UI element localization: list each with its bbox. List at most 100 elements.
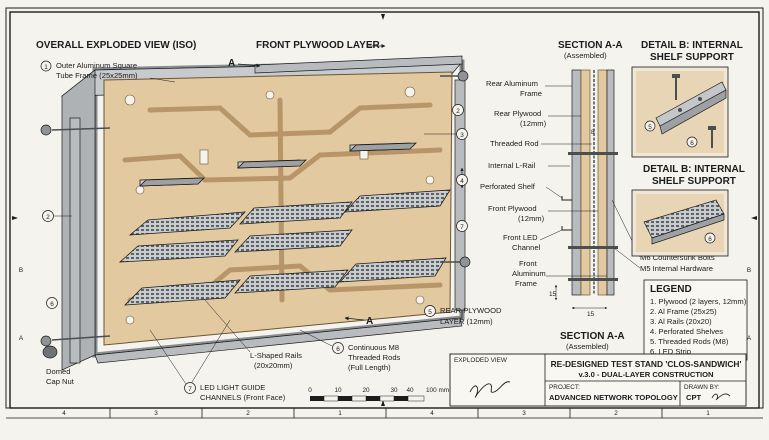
section-title: SECTION A-A [558, 40, 623, 51]
sec-led-l1: Front LED [503, 233, 538, 242]
sec-dim-15-vert: 15 [549, 291, 557, 298]
sec-front-ply-l1: Front Plywood [488, 204, 537, 213]
svg-text:4: 4 [460, 178, 464, 185]
tb-title-line1: RE-DESIGNED TEST STAND 'CLOS-SANDWICH' [551, 359, 742, 369]
front-frame [69, 55, 466, 364]
section-subtitle: (Assembled) [564, 51, 607, 60]
legend-item-1: 1. Plywood (2 layers, 12mm) [650, 297, 747, 306]
sec-hardware: M5 Internal Hardware [640, 264, 713, 273]
svg-text:7: 7 [188, 386, 192, 393]
sec-front-alu-l1: Front [519, 259, 538, 268]
zone-right-b: B [747, 267, 751, 274]
cap-nut-callout: 6 Domed Cap Nut [42, 297, 75, 386]
perforated-shelves [118, 189, 451, 306]
tb-project-label: PROJECT: [549, 384, 580, 391]
svg-text:5: 5 [428, 309, 432, 316]
inner-border [9, 11, 760, 409]
centering-marks [12, 14, 757, 406]
legend-item-5: 5. Threaded Rods (M8) [650, 337, 729, 346]
callout-7-line2: CHANNELS (Front Face) [200, 393, 286, 402]
cap-nut-label-line2: Cap Nut [46, 377, 75, 386]
zone-b3: 2 [246, 410, 250, 417]
tb-drawn: CPT [686, 393, 702, 402]
section-mark-a-bottom: A [366, 316, 373, 327]
rails-label-line2: (20x20mm) [254, 361, 293, 370]
zone-b2: 3 [154, 410, 158, 417]
section-labels: Rear Aluminum Frame Rear Plywood (12mm) … [480, 79, 715, 318]
legend-item-2: 2. Al Frame (25x25) [650, 307, 717, 316]
sec-bolts: M6 Countersunk Bolts [640, 253, 715, 262]
domed-cap-nuts [40, 70, 471, 347]
zone-right-a: A [747, 335, 752, 342]
svg-text:6: 6 [50, 301, 54, 308]
detail-b2-num-6: 6 [708, 236, 712, 243]
zone-left-b: B [19, 267, 23, 274]
callout-6-line1: Continuous M8 [348, 343, 399, 352]
svg-text:1: 1 [44, 64, 48, 71]
legend-item-4: 4. Perforated Shelves [650, 327, 723, 336]
callout-3: 3 [424, 128, 468, 140]
callout-6-line3: (Full Length) [348, 363, 391, 372]
detail-b2-title-l2: SHELF SUPPORT [652, 176, 736, 187]
sec-dim-15-horiz: 15 [587, 311, 595, 318]
svg-text:2: 2 [46, 214, 50, 221]
callout-2-right: 2 [452, 104, 464, 116]
main-view-title: OVERALL EXPLODED VIEW (ISO) [36, 40, 196, 51]
tb-project: ADVANCED NETWORK TOPOLOGY [549, 393, 678, 402]
section-view [561, 69, 618, 296]
detail-b1-title-l1: DETAIL B: INTERNAL [641, 40, 743, 51]
legend-box: LEGEND 1. Plywood (2 layers, 12mm) 2. Al… [643, 279, 748, 361]
section-subtitle-bottom: (Assembled) [566, 342, 609, 351]
svg-text:2: 2 [456, 108, 460, 115]
detail-b1-view: 5 6 [631, 66, 729, 158]
border-zone-labels: 4 3 2 1 4 3 2 1 B A B A [19, 267, 752, 417]
detail-b1-title-l2: SHELF SUPPORT [650, 52, 734, 63]
callout-5: 5 REAR PLYWOOD LAYER (12mm) [424, 305, 502, 326]
legend-title: LEGEND [650, 284, 692, 295]
svg-text:7: 7 [460, 224, 464, 231]
l-rails [138, 142, 417, 187]
zone-b1: 4 [62, 410, 66, 417]
callout-2-left: 2 [42, 210, 72, 222]
sec-rear-ply-l2: (12mm) [520, 119, 547, 128]
sec-front-ply-l2: (12mm) [518, 214, 545, 223]
callout-7-line1: LED LIGHT GUIDE [200, 383, 265, 392]
zone-b8: 1 [706, 410, 710, 417]
zone-left-a: A [19, 335, 24, 342]
sec-rear-alu-l1: Rear Aluminum [486, 79, 538, 88]
scale-tick-30: 30 [390, 387, 398, 394]
sec-rear-ply-l1: Rear Plywood [494, 109, 541, 118]
callout-5-line1: REAR PLYWOOD [440, 306, 502, 315]
rails-label-line1: L-Shaped Rails [250, 351, 302, 360]
svg-text:6: 6 [336, 346, 340, 353]
callout-1-line2: Tube Frame (25x25mm) [56, 71, 138, 80]
section-mark-a-top: A [228, 58, 235, 69]
section-title-bottom: SECTION A-A [560, 331, 625, 342]
scale-tick-100: 100 mm [426, 387, 449, 394]
cap-nut-label-line1: Domed [46, 367, 70, 376]
callout-1: 1 Outer Aluminum Square Tube Frame (25x2… [40, 60, 176, 83]
callout-4: 4 [456, 174, 468, 186]
scale-tick-20: 20 [362, 387, 370, 394]
callout-7: 7 LED LIGHT GUIDE CHANNELS (Front Face) [149, 319, 286, 402]
detail-b2-title-l1: DETAIL B: INTERNAL [643, 164, 745, 175]
callout-6: 6 Continuous M8 Threaded Rods (Full Leng… [299, 329, 401, 372]
sec-dim-8: 8 [591, 129, 595, 136]
scale-bar: 0 10 20 30 40 100 mm [308, 387, 449, 402]
exploded-assembly [40, 55, 471, 371]
sec-shelf: Perforated Shelf [480, 182, 536, 191]
callout-7-right: 7 [456, 220, 468, 232]
detail-b2-view: 6 [631, 189, 729, 257]
sec-rear-alu-l2: Frame [520, 89, 542, 98]
title-block: EXPLODED VIEW RE-DESIGNED TEST STAND 'CL… [449, 353, 747, 407]
callout-5-line2: LAYER (12mm) [440, 317, 493, 326]
sec-lrail: Internal L-Rail [488, 161, 536, 170]
zone-b5: 4 [430, 410, 434, 417]
scale-tick-0: 0 [308, 387, 312, 394]
legend-item-3: 3. Al Rails (20x20) [650, 317, 712, 326]
signature-mark [469, 381, 511, 398]
legend-item-6: 6. LED Strip [650, 347, 691, 356]
zone-b7: 2 [614, 410, 618, 417]
sec-front-alu-l2: Aluminum [512, 269, 546, 278]
